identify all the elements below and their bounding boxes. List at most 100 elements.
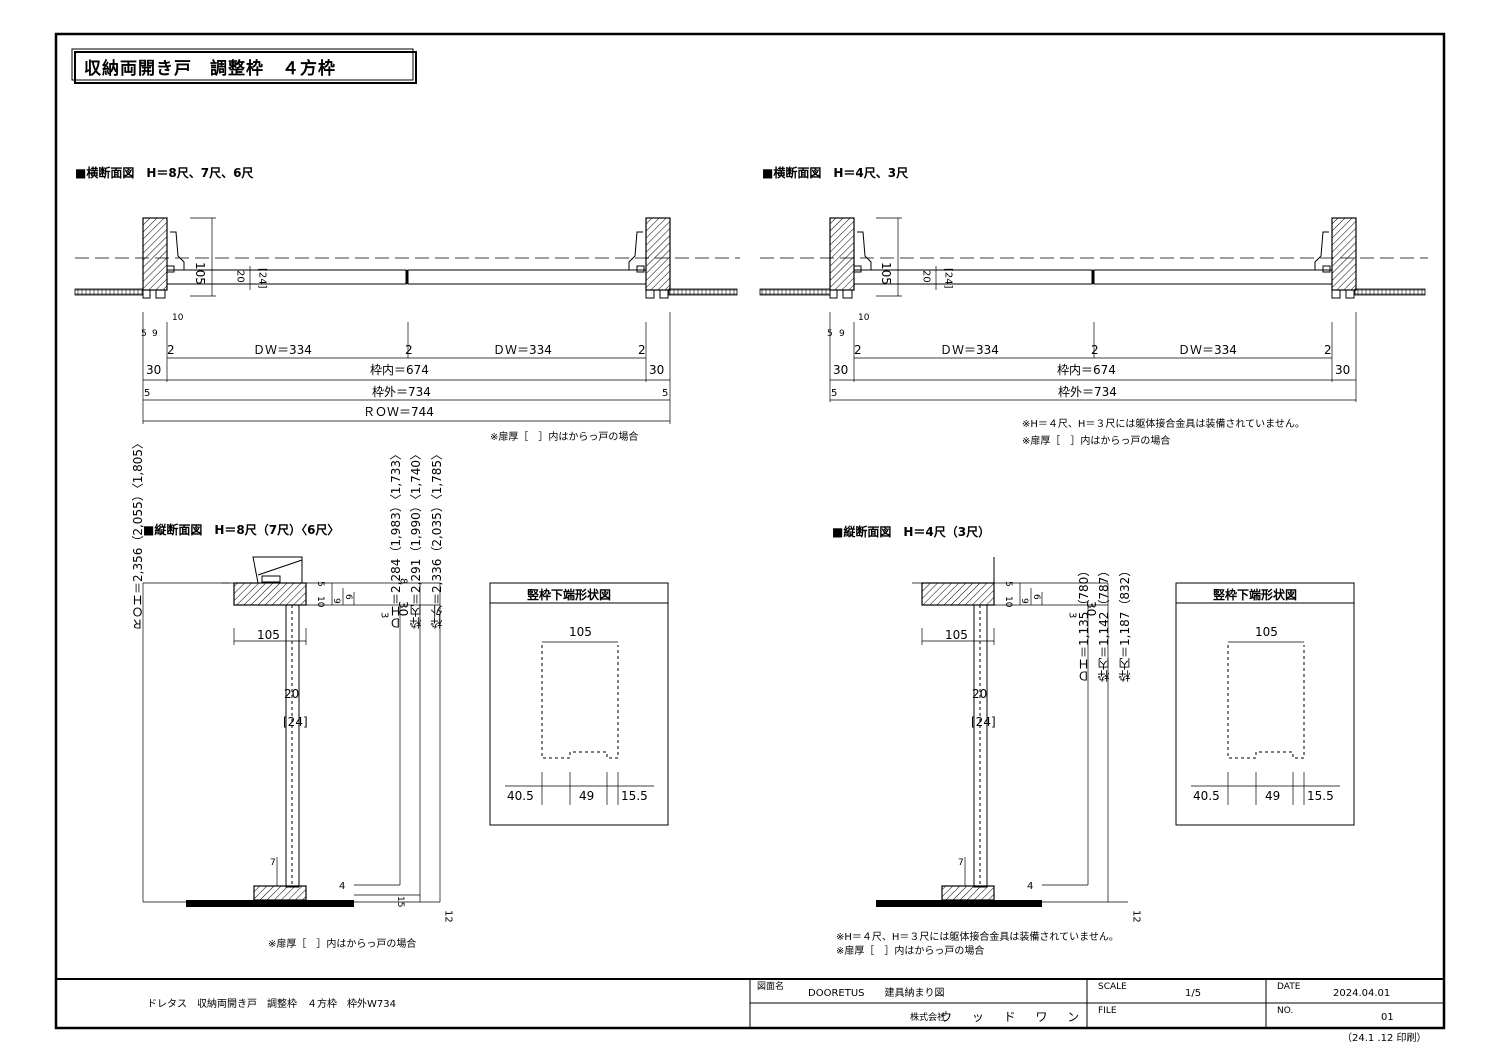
label-scale: SCALE: [1098, 982, 1127, 992]
label-file: FILE: [1098, 1006, 1117, 1016]
dim-20: 20: [284, 687, 299, 701]
dim-30: 30: [1084, 601, 1098, 616]
profile-c: 15.5: [621, 789, 648, 803]
row-width: ＲＯＷ＝744: [363, 405, 434, 419]
side-5-left: 5: [831, 388, 837, 399]
dim-105: 105: [257, 628, 280, 642]
dim-8: 8: [398, 578, 409, 584]
profile-title: 竪枠下端形状図: [1213, 587, 1297, 602]
dw-left: ＤＷ＝334: [940, 343, 999, 357]
dim-dh: ＤＨ＝1,135（780）: [1077, 565, 1091, 682]
section-heading: ■縦断面図 H＝4尺（3尺）: [832, 524, 990, 539]
profile-a: 40.5: [507, 789, 534, 803]
note-no-bracket: ※H＝４尺、H＝３尺には躯体接合金具は装備されていません。: [836, 930, 1119, 943]
title-box: [74, 51, 417, 84]
label-drawing: 図面名: [757, 980, 784, 992]
left-jamb: [142, 217, 168, 291]
note-door-thickness: ※扉厚［ ］内はからっ戸の場合: [268, 937, 416, 950]
dim-7: 7: [958, 858, 964, 868]
dim-10: 10: [858, 313, 870, 323]
drawing-name: DOORETUS 建具納まり図: [808, 986, 944, 999]
dim-9: 9: [331, 598, 341, 604]
section-heading: ■縦断面図 H＝8尺（7尺）〈6尺〉: [143, 522, 339, 537]
gap-center: 2: [1091, 343, 1099, 357]
profile-width: 105: [569, 625, 592, 639]
dim-5: 5: [827, 329, 833, 339]
dim-12: 12: [443, 910, 454, 923]
dim-24: [24]: [283, 715, 308, 729]
outer-width: 枠外＝734: [1058, 385, 1117, 399]
dim-10: 10: [172, 313, 184, 323]
section-vertical-small: ■縦断面図 H＝4尺（3尺） 105 20 [24] 7 10 5 9 6 30…: [832, 524, 1142, 957]
dim-9: 9: [152, 329, 158, 339]
right-jamb: [1331, 217, 1357, 291]
note-no-bracket: ※H＝４尺、H＝３尺には躯体接合金具は装備されていません。: [1022, 417, 1305, 430]
dw-left: ＤＷ＝334: [253, 343, 312, 357]
profile-box-left: 竪枠下端形状図 105 40.5 49 15.5: [489, 582, 669, 826]
company-prefix: 株式会社: [910, 1011, 946, 1023]
gap-right: 2: [1324, 343, 1332, 357]
label-no: NO.: [1277, 1006, 1293, 1016]
side-5-left: 5: [144, 388, 150, 399]
dim-20: 20: [921, 270, 932, 283]
dim-5: 5: [141, 329, 147, 339]
dim-6: 6: [343, 594, 353, 600]
section-vertical-large: ■縦断面図 H＝8尺（7尺）〈6尺〉 105 20 [24] 7 ＲＯＨ＝2,3…: [131, 437, 454, 950]
profile-c: 15.5: [1307, 789, 1334, 803]
dim-105: 105: [879, 262, 893, 285]
dim-3: 3: [1067, 612, 1078, 618]
product-description: ドレタス 収納両開き戸 調整枠 ４方枠 枠外W734: [147, 997, 396, 1010]
dim-24: [24]: [257, 268, 268, 289]
dim-6: 6: [1031, 594, 1041, 600]
dim-15: 15: [395, 896, 405, 907]
sill: [253, 885, 307, 901]
dim-5: 5: [1003, 581, 1013, 587]
dim-10: 10: [315, 596, 325, 608]
sill: [941, 885, 995, 901]
door-right: [407, 269, 647, 285]
dim-105: 105: [193, 262, 207, 285]
dim-roh: ＲＯＨ＝2,356（2,055）〈1,805〉: [131, 437, 145, 630]
dim-4: 4: [339, 881, 345, 892]
dim-7: 7: [270, 858, 276, 868]
dim-20: 20: [235, 270, 246, 283]
profile-title: 竪枠下端形状図: [527, 587, 611, 602]
inner-width: 枠内＝674: [1057, 363, 1116, 377]
section-heading: ■横断面図 H＝8尺、7尺、6尺: [75, 165, 253, 180]
door-right: [1093, 269, 1333, 285]
dim-105: 105: [945, 628, 968, 642]
left-jamb: [829, 217, 855, 291]
dim-inner1: 枠内＝1,142（787）: [1097, 565, 1111, 683]
dim-20: 20: [972, 687, 987, 701]
gap-left: 2: [167, 343, 175, 357]
dim-5: 5: [315, 581, 325, 587]
dim-24: [24]: [971, 715, 996, 729]
profile-box-right: 竪枠下端形状図 105 40.5 49 15.5: [1175, 582, 1355, 826]
dim-10: 10: [1003, 596, 1013, 608]
dim-3: 3: [379, 612, 390, 618]
inner-width: 枠内＝674: [370, 363, 429, 377]
note-door-thickness: ※扉厚［ ］内はからっ戸の場合: [836, 944, 984, 957]
side-5-right: 5: [662, 388, 668, 399]
title-block: ドレタス 収納両開き戸 調整枠 ４方枠 枠外W734 図面名 DOORETUS …: [56, 978, 1444, 1044]
page-title: 収納両開き戸 調整枠 ４方枠: [84, 58, 336, 79]
section-horizontal-large: ■横断面図 H＝8尺、7尺、6尺 105 20 [24] 10: [74, 165, 740, 443]
side-30-right: 30: [1335, 363, 1350, 377]
dim-outer: 枠外＝2,336（2,035）〈1,785〉: [430, 448, 444, 630]
dim-4: 4: [1027, 881, 1033, 892]
head-jamb: [921, 582, 995, 606]
note-door-thickness: ※扉厚［ ］内はからっ戸の場合: [490, 430, 638, 443]
date-value: 2024.04.01: [1333, 988, 1390, 999]
gap-center: 2: [405, 343, 413, 357]
section-heading: ■横断面図 H＝4尺、3尺: [762, 165, 908, 180]
scale-value: 1/5: [1185, 988, 1201, 999]
side-30-left: 30: [833, 363, 848, 377]
section-horizontal-small: ■横断面図 H＝4尺、3尺 105 20 [24] 10 5 9 2 ＤＷ＝33…: [759, 165, 1428, 447]
note-door-thickness: ※扉厚［ ］内はからっ戸の場合: [1022, 434, 1170, 447]
profile-width: 105: [1255, 625, 1278, 639]
profile-b: 49: [579, 789, 594, 803]
outer-width: 枠外＝734: [372, 385, 431, 399]
dim-9: 9: [1019, 598, 1029, 604]
print-date: （24.1 .12 印刷）: [1342, 1032, 1427, 1044]
